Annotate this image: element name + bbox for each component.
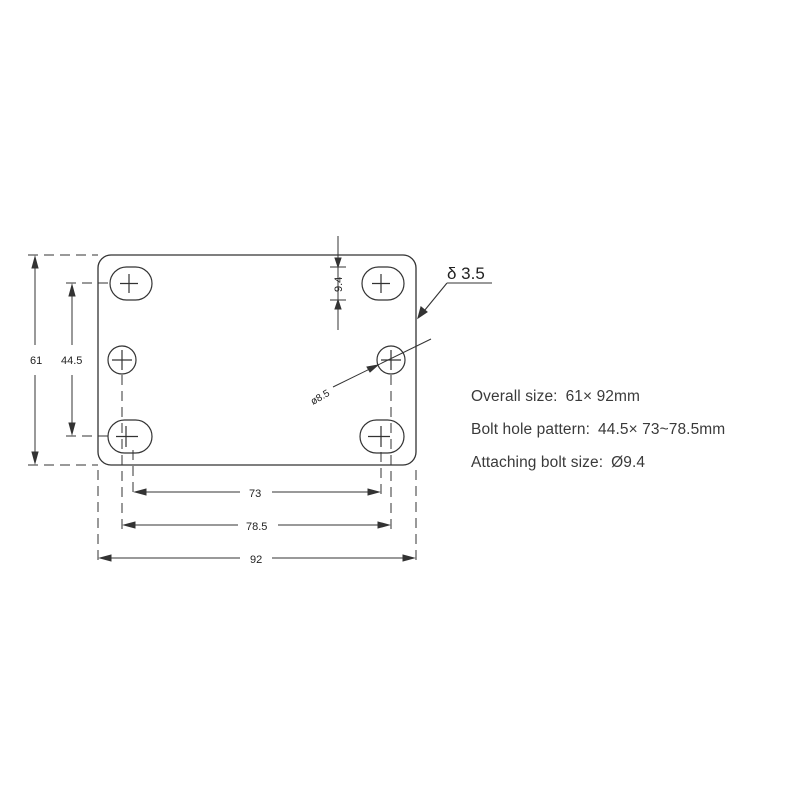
- slot-top-right: [361, 266, 405, 301]
- dim-bolt-vertical-label: 44.5: [61, 355, 82, 367]
- slot-top-left: [109, 266, 153, 301]
- dim-slot-offset-label: 9.4: [333, 277, 345, 292]
- dim-line-bolt-vertical: [68, 283, 76, 436]
- extension-lines-horizontal: [28, 254, 110, 466]
- plate-outline: [97, 254, 417, 466]
- slot-bottom-left: [107, 419, 153, 454]
- hole-diameter-leader: [332, 338, 432, 388]
- spec-bolt-hole-pattern-label: Bolt hole pattern:: [471, 421, 590, 438]
- dim-bolt-span-min-label: 73: [249, 488, 261, 500]
- dim-line-height: [31, 255, 39, 465]
- spec-overall-size-value: 61× 92mm: [565, 388, 641, 405]
- spec-bolt-hole-pattern: Bolt hole pattern: 44.5× 73~78.5mm: [471, 421, 725, 439]
- spec-attaching-bolt-size-label: Attaching bolt size:: [471, 454, 604, 471]
- hole-middle-left: [107, 345, 137, 375]
- spec-attaching-bolt-size: Attaching bolt size: Ø9.4: [471, 454, 645, 472]
- hole-diameter-label: ø8.5: [309, 388, 332, 408]
- dim-bolt-span-max-label: 78.5: [246, 521, 267, 533]
- spec-overall-size: Overall size: 61× 92mm: [471, 388, 640, 406]
- dim-height-label: 61: [30, 355, 42, 367]
- hole-middle-right: [376, 345, 406, 375]
- dim-line-width: [98, 554, 416, 562]
- dim-line-slot-offset: [330, 236, 346, 330]
- thickness-label: δ 3.5: [447, 264, 485, 283]
- dim-width-label: 92: [250, 554, 262, 566]
- spec-overall-size-label: Overall size:: [471, 388, 558, 405]
- spec-attaching-bolt-size-value: Ø9.4: [611, 454, 646, 471]
- spec-bolt-hole-pattern-value: 44.5× 73~78.5mm: [598, 421, 726, 438]
- dim-line-bolt-span-min: [133, 488, 381, 496]
- extension-lines-vertical: [97, 375, 417, 565]
- thickness-leader: [417, 282, 492, 320]
- dim-line-bolt-span-max: [122, 521, 391, 529]
- slot-bottom-right: [359, 419, 405, 454]
